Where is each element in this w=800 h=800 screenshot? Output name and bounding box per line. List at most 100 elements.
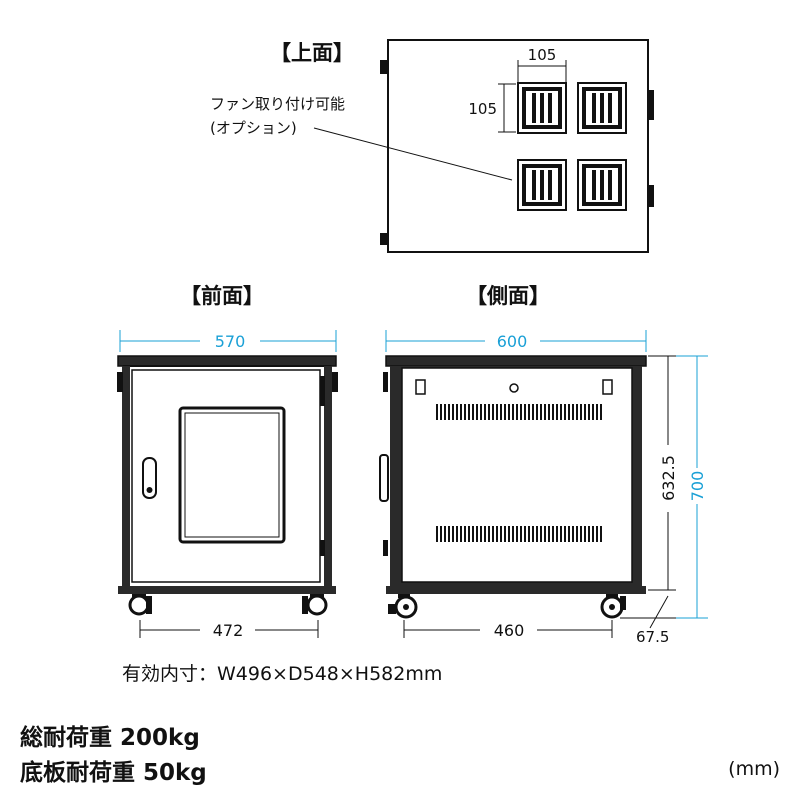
side-caster-label: 460 [494,621,525,640]
side-body-height-dimension [648,355,676,591]
vent-slot [500,404,502,420]
vent-slot [480,526,482,542]
vent-slot [528,526,530,542]
total-load-text: 総耐荷重 200kg [20,724,200,751]
vent-slot [532,526,534,542]
top-view-heading: 【上面】 [270,41,354,65]
vent-slot [464,404,466,420]
side-caster-right [600,594,626,619]
fan-grille [517,159,567,211]
vent-slot [524,404,526,420]
side-vent-upper [436,404,602,420]
vent-slot [444,526,446,542]
fan-grille [517,82,567,134]
top-view-nub [380,233,388,245]
side-depth-label: 600 [497,332,528,351]
vent-slot [496,404,498,420]
vent-slot [444,404,446,420]
vent-slot [460,404,462,420]
side-latch-right [602,379,613,395]
vent-slot [476,404,478,420]
inner-dimensions-text: 有効内寸：W496×D548×H582mm [122,663,442,685]
vent-slot [472,404,474,420]
vent-slot [436,404,438,420]
side-total-height-dimension [676,355,708,619]
fan-width-label: 105 [528,46,557,64]
front-caster-dimension [139,620,319,638]
vent-slot [580,526,582,542]
vent-slot [572,526,574,542]
top-view-nub [380,60,388,74]
front-caster-left [128,594,152,616]
side-caster-left [388,594,418,619]
vent-slot [544,404,546,420]
vent-slot [504,404,506,420]
side-caster-height-leader [649,595,669,629]
vent-slot [576,404,578,420]
vent-slot [476,526,478,542]
vent-slot [480,404,482,420]
side-vent-lower [436,526,602,542]
side-body-height-label: 632.5 [659,455,678,501]
vent-slot [468,526,470,542]
vent-slot [556,526,558,542]
vent-slot [496,526,498,542]
vent-slot [448,404,450,420]
vent-slot [504,526,506,542]
top-view-nub [648,90,654,120]
side-depth-dimension [385,330,647,352]
vent-slot [592,526,594,542]
side-handle [379,454,389,502]
front-side-frame [122,366,130,588]
side-caster-dimension [403,620,613,638]
front-mount-tab [117,372,123,392]
vent-slot [456,526,458,542]
front-view: 【前面】 570 [117,284,338,640]
top-view: 【上面】 [210,39,654,253]
vent-slot [508,526,510,542]
vent-slot [536,526,538,542]
vent-slot [600,526,602,542]
vent-slot [448,526,450,542]
vent-slot [596,404,598,420]
vent-slot [564,404,566,420]
vent-slot [516,526,518,542]
vent-slot [508,404,510,420]
fan-grille [577,159,627,211]
vent-slot [552,526,554,542]
side-mount-tab [383,540,388,556]
vent-slot [568,404,570,420]
side-top-panel [385,355,647,367]
vent-slot [532,404,534,420]
vent-slot [488,404,490,420]
vent-slot [548,526,550,542]
front-width-label: 570 [215,332,246,351]
vent-slot [484,526,486,542]
fan-width-dimension [517,60,567,82]
vent-slot [568,526,570,542]
floor-load-text: 底板耐荷重 50kg [20,759,207,786]
side-latch-left [415,379,426,395]
vent-slot [472,526,474,542]
vent-slot [488,526,490,542]
vent-slot [440,526,442,542]
vent-slot [512,526,514,542]
vent-slot [436,526,438,542]
vent-slot [548,404,550,420]
vent-slot [528,404,530,420]
front-width-dimension [119,330,337,352]
vent-slot [464,526,466,542]
vent-slot [540,404,542,420]
vent-slot [560,404,562,420]
vent-slot [484,404,486,420]
vent-slot [556,404,558,420]
front-caster-label: 472 [213,621,244,640]
front-hinge [320,540,325,556]
fan-note-line1: ファン取り付け可能 [210,95,345,113]
front-top-panel [117,355,337,367]
front-side-frame [324,366,332,588]
vent-slot [560,526,562,542]
side-caster-height-label: 67.5 [636,628,669,646]
vent-slot [516,404,518,420]
